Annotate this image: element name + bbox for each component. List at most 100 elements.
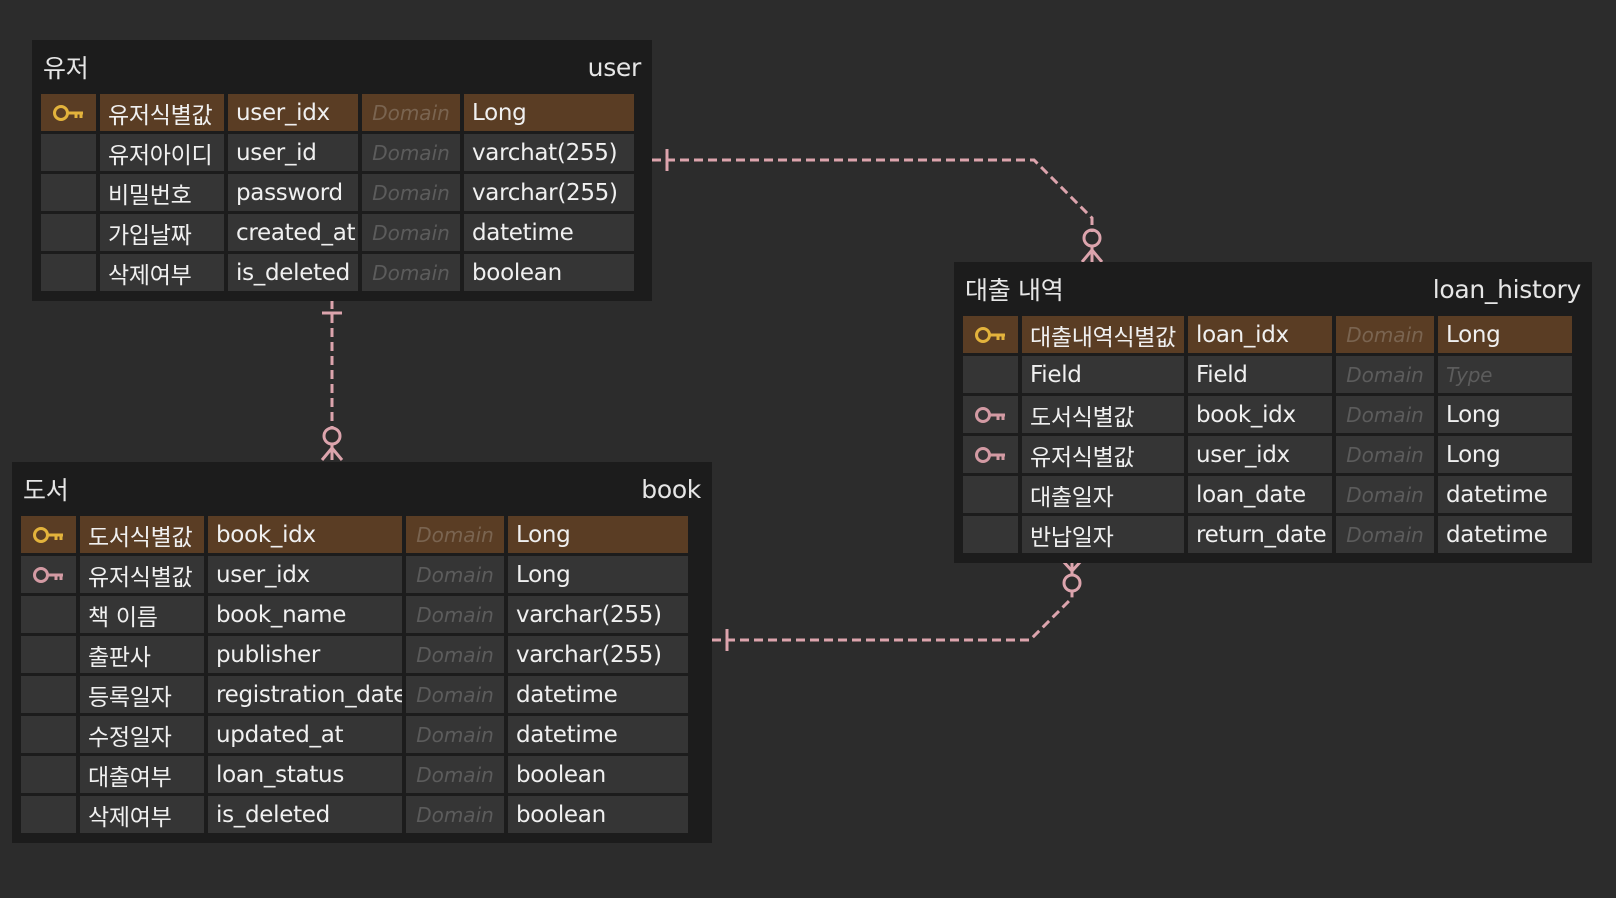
relation-user-loan-history[interactable]: [652, 149, 1104, 263]
domain-cell[interactable]: Domain: [406, 756, 504, 793]
column-row[interactable]: 비밀번호 password Domain varchar(255): [39, 174, 645, 214]
physical-name-cell[interactable]: loan_status: [208, 756, 402, 793]
physical-name-cell[interactable]: user_idx: [228, 94, 358, 131]
type-cell[interactable]: boolean: [464, 254, 634, 291]
type-cell[interactable]: Long: [508, 556, 688, 593]
logical-name-cell[interactable]: Field: [1022, 356, 1184, 393]
domain-cell[interactable]: Domain: [1336, 316, 1434, 353]
domain-cell[interactable]: Domain: [406, 716, 504, 753]
domain-cell[interactable]: Domain: [362, 134, 460, 171]
primary-key-row[interactable]: 도서식별값 book_idx Domain Long: [19, 516, 705, 556]
relation-user-book[interactable]: [320, 300, 344, 461]
type-cell[interactable]: Long: [508, 516, 688, 553]
primary-key-row[interactable]: 유저식별값 user_idx Domain Long: [39, 94, 645, 134]
column-row[interactable]: 대출여부 loan_status Domain boolean: [19, 756, 705, 796]
logical-name-cell[interactable]: 도서식별값: [1022, 396, 1184, 433]
type-cell[interactable]: varchar(255): [508, 636, 688, 673]
domain-cell[interactable]: Domain: [406, 676, 504, 713]
physical-name-cell[interactable]: is_deleted: [208, 796, 402, 833]
column-row[interactable]: 삭제여부 is_deleted Domain boolean: [19, 796, 705, 836]
logical-name-cell[interactable]: 유저식별값: [1022, 436, 1184, 473]
physical-name-cell[interactable]: book_idx: [208, 516, 402, 553]
type-cell[interactable]: datetime: [464, 214, 634, 251]
physical-name-cell[interactable]: is_deleted: [228, 254, 358, 291]
logical-name-cell[interactable]: 출판사: [80, 636, 204, 673]
logical-name-cell[interactable]: 비밀번호: [100, 174, 224, 211]
column-row[interactable]: 유저식별값 user_idx Domain Long: [19, 556, 705, 596]
type-cell[interactable]: Long: [1438, 316, 1572, 353]
column-row[interactable]: 책 이름 book_name Domain varchar(255): [19, 596, 705, 636]
domain-cell[interactable]: Domain: [362, 94, 460, 131]
logical-name-cell[interactable]: 책 이름: [80, 596, 204, 633]
column-row[interactable]: 대출일자 loan_date Domain datetime: [961, 476, 1585, 516]
domain-cell[interactable]: Domain: [406, 796, 504, 833]
logical-name-cell[interactable]: 반납일자: [1022, 516, 1184, 553]
type-cell[interactable]: varchar(255): [508, 596, 688, 633]
domain-cell[interactable]: Domain: [1336, 436, 1434, 473]
domain-cell[interactable]: Domain: [1336, 396, 1434, 433]
physical-name-cell[interactable]: loan_idx: [1188, 316, 1332, 353]
physical-name-cell[interactable]: Field: [1188, 356, 1332, 393]
logical-name-cell[interactable]: 도서식별값: [80, 516, 204, 553]
domain-cell[interactable]: Domain: [362, 174, 460, 211]
logical-name-cell[interactable]: 유저식별값: [100, 94, 224, 131]
physical-name-cell[interactable]: user_idx: [208, 556, 402, 593]
physical-name-cell[interactable]: loan_date: [1188, 476, 1332, 513]
type-cell[interactable]: boolean: [508, 756, 688, 793]
physical-name-cell[interactable]: password: [228, 174, 358, 211]
type-cell[interactable]: varchar(255): [464, 174, 634, 211]
logical-name-cell[interactable]: 가입날짜: [100, 214, 224, 251]
column-row[interactable]: 등록일자 registration_date Domain datetime: [19, 676, 705, 716]
type-cell[interactable]: Long: [1438, 436, 1572, 473]
type-cell[interactable]: varchat(255): [464, 134, 634, 171]
physical-name-cell[interactable]: user_idx: [1188, 436, 1332, 473]
column-row[interactable]: 가입날짜 created_at Domain datetime: [39, 214, 645, 254]
type-cell[interactable]: datetime: [508, 676, 688, 713]
physical-name-cell[interactable]: registration_date: [208, 676, 402, 713]
domain-cell[interactable]: Domain: [362, 214, 460, 251]
physical-name-cell[interactable]: book_name: [208, 596, 402, 633]
type-cell[interactable]: boolean: [508, 796, 688, 833]
logical-name-cell[interactable]: 대출여부: [80, 756, 204, 793]
domain-cell[interactable]: Domain: [406, 556, 504, 593]
domain-cell[interactable]: Domain: [1336, 476, 1434, 513]
column-row[interactable]: 유저식별값 user_idx Domain Long: [961, 436, 1585, 476]
column-row[interactable]: 반납일자 return_date Domain datetime: [961, 516, 1585, 556]
logical-name-cell[interactable]: 유저식별값: [80, 556, 204, 593]
column-row[interactable]: 출판사 publisher Domain varchar(255): [19, 636, 705, 676]
primary-key-row[interactable]: 대출내역식별값 loan_idx Domain Long: [961, 316, 1585, 356]
relation-book-loan-history[interactable]: [712, 558, 1084, 651]
type-cell[interactable]: datetime: [1438, 516, 1572, 553]
physical-name-cell[interactable]: publisher: [208, 636, 402, 673]
type-cell[interactable]: Type: [1438, 356, 1572, 393]
logical-name-cell[interactable]: 대출일자: [1022, 476, 1184, 513]
domain-cell[interactable]: Domain: [406, 516, 504, 553]
logical-name-cell[interactable]: 등록일자: [80, 676, 204, 713]
type-cell[interactable]: datetime: [1438, 476, 1572, 513]
domain-cell[interactable]: Domain: [1336, 356, 1434, 393]
physical-name-cell[interactable]: created_at: [228, 214, 358, 251]
column-row[interactable]: 수정일자 updated_at Domain datetime: [19, 716, 705, 756]
physical-name-cell[interactable]: return_date: [1188, 516, 1332, 553]
domain-cell[interactable]: Domain: [362, 254, 460, 291]
type-cell[interactable]: Long: [464, 94, 634, 131]
physical-name-cell[interactable]: updated_at: [208, 716, 402, 753]
domain-cell[interactable]: Domain: [406, 596, 504, 633]
logical-name-cell[interactable]: 유저아이디: [100, 134, 224, 171]
physical-name-cell[interactable]: user_id: [228, 134, 358, 171]
column-row[interactable]: 삭제여부 is_deleted Domain boolean: [39, 254, 645, 294]
column-row[interactable]: 유저아이디 user_id Domain varchat(255): [39, 134, 645, 174]
logical-name-cell[interactable]: 수정일자: [80, 716, 204, 753]
logical-name-cell[interactable]: 삭제여부: [80, 796, 204, 833]
domain-cell[interactable]: Domain: [1336, 516, 1434, 553]
domain-cell[interactable]: Domain: [406, 636, 504, 673]
column-row[interactable]: Field Field Domain Type: [961, 356, 1585, 396]
type-cell[interactable]: datetime: [508, 716, 688, 753]
